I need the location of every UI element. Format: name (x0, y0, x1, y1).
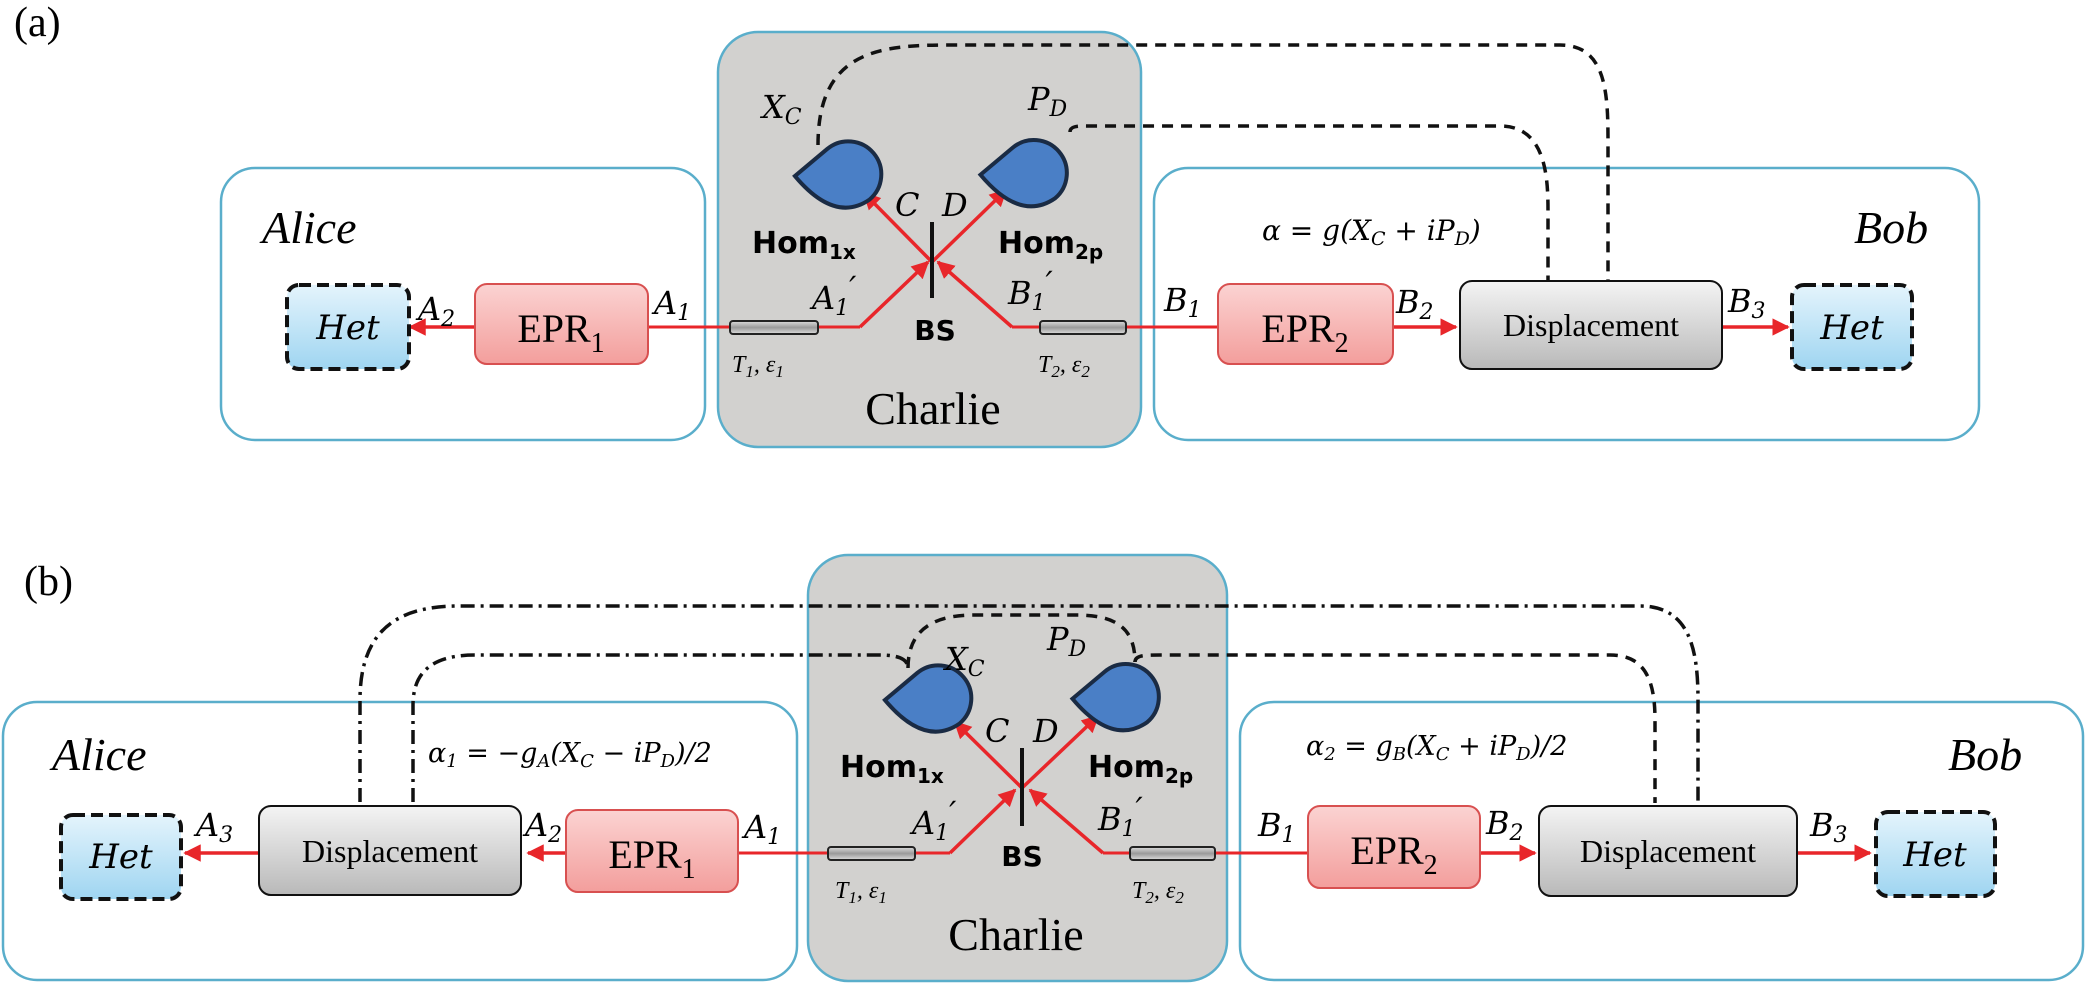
displacement-box-bob (1538, 805, 1798, 897)
epr1-label: EPR1 (608, 832, 695, 885)
mode-a1-label: A1 (651, 284, 691, 326)
homodyne-detector-p-icon (977, 138, 1069, 209)
displacement-box-alice (258, 805, 522, 896)
displacement-box (1459, 280, 1723, 370)
mode-a1-prime-label: A1′ (809, 269, 857, 321)
epr2-label: EPR2 (1350, 828, 1437, 881)
hom1x-label: Hom1x (752, 226, 856, 264)
epr2-label: EPR2 (1261, 306, 1348, 359)
panel-a-label: (a) (14, 0, 61, 46)
het-label: Het (1819, 308, 1884, 348)
mode-a2-label: A2 (415, 290, 455, 332)
epr1-box (474, 283, 649, 365)
beam-splitter-label: BS (914, 314, 956, 347)
displacement-formula: α = g(XC + iPD) (1262, 214, 1481, 250)
homodyne-detector-p-icon (1069, 662, 1161, 733)
beam-splitter-label: BS (1001, 840, 1043, 873)
hom1x-label: Hom1x (840, 750, 944, 788)
mode-b2-label: B2 (1485, 804, 1524, 846)
beam-c (953, 720, 1024, 790)
charlie-label: Charlie (865, 383, 1000, 434)
displacement-formula-bob: α2 = gB(XC + iPD)/2 (1306, 731, 1567, 765)
displacement-label: Displacement (1503, 307, 1679, 343)
beam-c (862, 191, 934, 264)
charlie-label: Charlie (948, 909, 1083, 960)
het-box-bob (1790, 283, 1914, 371)
channel-1-params: T1, ε1 (732, 352, 784, 381)
mode-d-label: D (1032, 712, 1059, 750)
alice-box (219, 166, 707, 442)
fiber-channel-1 (827, 846, 916, 861)
beam-b1p-to-bs (936, 260, 1014, 329)
charlie-box (806, 553, 1229, 983)
hom2p-label: Hom2p (1088, 750, 1193, 788)
xc-label: XC (759, 88, 802, 130)
epr2-box (1217, 283, 1394, 365)
mode-c-label: C (985, 712, 1009, 750)
mode-b3-label: B3 (1809, 806, 1848, 848)
classical-channel-pd (1068, 124, 1550, 280)
epr2-box (1307, 805, 1481, 889)
beam-d (1020, 714, 1100, 790)
panel-b-label: (b) (24, 559, 73, 605)
alice-label: Alice (49, 729, 147, 780)
mode-b3-label: B3 (1727, 282, 1766, 324)
displacement-formula-alice: α1 = −gA(XC − iPD)/2 (428, 738, 712, 772)
hom2p-label: Hom2p (998, 226, 1103, 264)
alice-label: Alice (259, 202, 357, 253)
charlie-box (716, 30, 1143, 449)
beam-a1p-to-bs (858, 260, 930, 329)
mode-c-label: C (895, 186, 919, 224)
channel-1-params: T1, ε1 (835, 878, 887, 907)
classical-channel-alice (411, 653, 910, 802)
mode-b1-label: B1 (1163, 281, 1202, 323)
pd-label: PD (1027, 80, 1068, 122)
mode-b1-label: B1 (1257, 806, 1296, 848)
mode-a3-label: A3 (193, 806, 233, 848)
mode-a2-label: A2 (522, 806, 562, 848)
fiber-channel-2 (1039, 320, 1127, 335)
xc-label: XC (942, 640, 985, 682)
epr1-box (565, 809, 739, 893)
mode-d-label: D (941, 186, 968, 224)
mode-b2-label: B2 (1395, 283, 1434, 325)
fiber-channel-1 (729, 320, 819, 335)
mode-a1-prime-label: A1′ (909, 794, 957, 846)
mode-b1-prime-label: B1′ (1097, 790, 1144, 842)
channel-2-params: T2, ε2 (1132, 878, 1184, 907)
epr1-label: EPR1 (517, 306, 604, 359)
homodyne-detector-x-icon (882, 663, 974, 734)
beam-b1p-to-bs (1028, 788, 1105, 855)
displacement-label: Displacement (1580, 833, 1756, 869)
het-box-alice (59, 813, 183, 901)
bob-label: Bob (1948, 729, 2022, 780)
beam-a1p-to-bs (948, 788, 1017, 855)
het-box-bob (1874, 810, 1997, 898)
mode-a1-label: A1 (741, 808, 781, 850)
het-label: Het (88, 837, 153, 877)
het-box-alice (285, 283, 411, 371)
homodyne-detector-x-icon (792, 139, 884, 210)
het-label: Het (1902, 835, 1967, 875)
channel-2-params: T2, ε2 (1038, 352, 1090, 381)
panel-a: (a) Het EPR1 E (14, 0, 1981, 449)
pd-label: PD (1046, 620, 1087, 662)
panel-b: (b) Het D (1, 553, 2085, 983)
classical-channel-xc (816, 43, 1610, 280)
classical-channel-loop (906, 613, 1137, 669)
classical-channel-bob (1133, 653, 1657, 803)
bob-label: Bob (1854, 202, 1928, 253)
beam-d (930, 188, 1008, 264)
mode-b1-prime-label: B1′ (1007, 264, 1054, 316)
het-label: Het (315, 308, 380, 348)
displacement-label: Displacement (302, 833, 478, 869)
fiber-channel-2 (1129, 846, 1216, 861)
classical-channel-outer (358, 604, 1700, 803)
